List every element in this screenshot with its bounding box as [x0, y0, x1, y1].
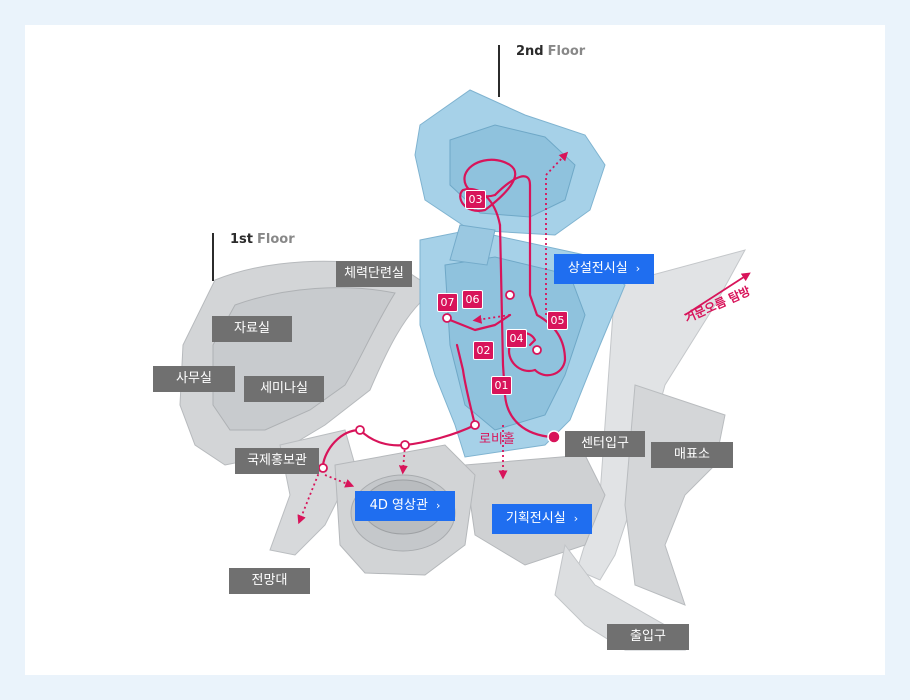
- floor-map: [179, 89, 751, 651]
- exit-walkway: [554, 543, 687, 651]
- chevron-right-icon: ›: [573, 512, 579, 525]
- trail-arrow: [684, 272, 751, 316]
- seminar-room-label: 세미나실: [244, 376, 324, 402]
- chevron-right-icon: ›: [635, 262, 641, 275]
- route-badge-06: 06: [462, 290, 483, 309]
- office-label: 사무실: [153, 366, 235, 392]
- fitness-room-label: 체력단련실: [336, 261, 412, 287]
- ticket-office-label: 매표소: [651, 442, 733, 468]
- theater-4d-label: 4D 영상관: [369, 498, 428, 513]
- route-nodes: [318, 290, 542, 473]
- permanent-exhibition-label: 상설전시실: [567, 261, 628, 276]
- first-floor-word: Floor: [257, 232, 295, 247]
- first-floor-number: 1st: [230, 232, 253, 247]
- reference-room-label: 자료실: [212, 316, 292, 342]
- second-floor-word: Floor: [547, 44, 586, 59]
- ticket-office-wing: [624, 384, 726, 606]
- first-floor-marker: 1st Floor: [212, 233, 295, 281]
- route-badge-04: 04: [506, 329, 527, 348]
- route-badge-02: 02: [473, 341, 494, 360]
- second-floor-number: 2nd: [516, 44, 544, 59]
- connector-tower: [449, 224, 496, 266]
- special-exhibition-button[interactable]: 기획전시실 ›: [492, 504, 592, 534]
- route-badge-07: 07: [437, 293, 458, 312]
- map-frame: 2nd Floor 1st Floor 체력단련실 자료실 사무실 세미나실 국…: [25, 25, 885, 675]
- center-entrance-marker: [547, 430, 561, 444]
- exit-label: 출입구: [607, 624, 689, 650]
- chevron-right-icon: ›: [435, 499, 441, 512]
- route-badge-01: 01: [491, 376, 512, 395]
- lobby-hall-label: 로비홀: [479, 432, 515, 447]
- theater-4d-button[interactable]: 4D 영상관 ›: [355, 491, 455, 521]
- special-exhibition-label: 기획전시실: [505, 511, 566, 526]
- route-arrows: [297, 151, 569, 525]
- permanent-exhibition-button[interactable]: 상설전시실 ›: [554, 254, 654, 284]
- promotion-hall-label: 국제홍보관: [235, 448, 319, 474]
- route-badge-03: 03: [465, 190, 486, 209]
- second-floor-marker: 2nd Floor: [498, 45, 585, 97]
- observatory-label: 전망대: [229, 568, 310, 594]
- route-badge-05: 05: [547, 311, 568, 330]
- center-entrance-label: 센터입구: [565, 431, 645, 457]
